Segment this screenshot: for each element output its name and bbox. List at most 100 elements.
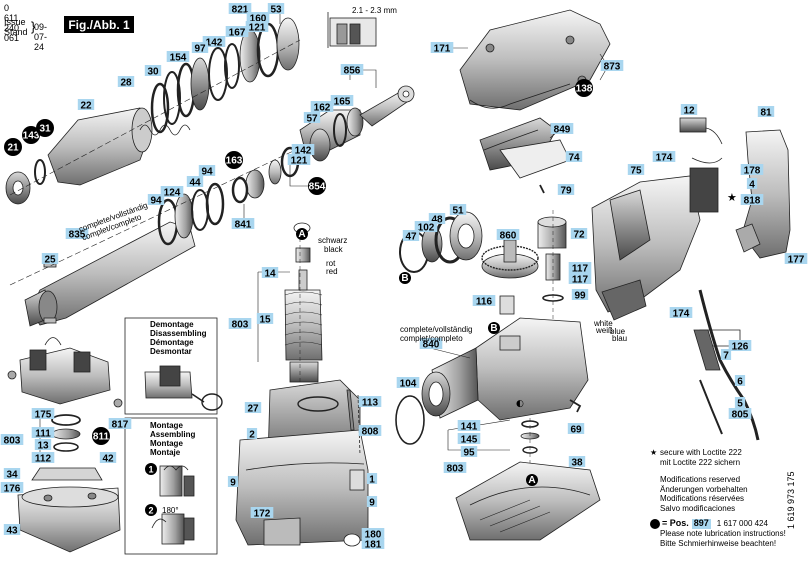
reference-marker-A1: A [296,228,308,240]
svg-text:Montage: Montage [150,421,183,430]
part-label-124: 124 [160,186,184,199]
part-label-12: 12 [680,104,698,117]
letter-marker-layer: A A B B [296,228,538,486]
part-label-text-14: 14 [264,269,276,280]
part-label-text-162: 162 [314,103,331,114]
brush-plate-assembly [7,337,123,553]
modification-note-fr: Modifications réservées [660,494,745,503]
modification-note-es: Salvo modificaciones [660,503,736,513]
part-label-text-873: 873 [604,62,621,73]
part-label-873: 873 [600,60,624,73]
lubrication-part-text-163: 163 [226,156,243,167]
part-label-840: 840 [419,338,443,351]
gear-housing-cover [459,9,611,194]
part-label-text-803c: 803 [4,436,21,447]
part-label-text-121b: 121 [291,156,308,167]
part-label-162: 162 [310,101,334,114]
lubrication-part-text-143: 143 [23,131,40,142]
part-label-42: 42 [99,452,117,465]
part-label-69: 69 [567,423,585,436]
lubrication-part-143: 143 [22,126,40,144]
part-label-818: 818 [740,194,764,207]
lubrication-part-854: 854 [308,177,326,195]
svg-text:Démontage: Démontage [150,338,194,347]
part-label-1: 1 [366,473,378,486]
part-label-172: 172 [250,507,274,520]
part-label-805: 805 [728,408,752,421]
complete-label-middle-2: complet/completo [400,334,463,343]
part-label-121a: 121 [245,21,269,34]
part-label-178: 178 [740,164,764,177]
part-label-text-841: 841 [235,220,252,231]
part-label-text-104: 104 [400,379,417,390]
part-label-text-145: 145 [461,435,478,446]
reference-marker-B1: B [399,272,411,284]
part-label-text-176: 176 [4,484,21,495]
part-label-text-177: 177 [788,255,805,266]
part-label-97: 97 [191,42,209,55]
part-label-text-840: 840 [423,340,440,351]
part-label-74: 74 [565,151,583,164]
part-label-text-808: 808 [362,427,379,438]
loctite-line-1: secure with Loctite 222 [660,448,742,457]
handle-assembly [591,117,791,441]
part-label-text-79: 79 [560,186,572,197]
part-label-81: 81 [757,106,775,119]
part-label-160: 160 [246,12,270,25]
reference-marker-A2: A [526,474,538,486]
reference-marker-text-B2: B [490,323,497,334]
part-label-171: 171 [430,42,454,55]
part-label-text-142b: 142 [295,146,312,157]
part-label-text-9a: 9 [230,478,236,489]
part-label-text-171: 171 [434,44,451,55]
header-issue-label: Issue [4,17,26,27]
part-label-text-6: 6 [737,377,743,388]
wire-label-blau: blau [612,334,627,343]
loctite-star-icon: ★ [727,191,737,204]
part-label-803c: 803 [0,434,24,447]
reference-marker-text-A1: A [298,229,305,240]
part-label-text-42: 42 [102,454,114,465]
part-label-text-5: 5 [737,399,743,410]
part-label-text-57: 57 [306,114,318,125]
part-label-9b: 9 [366,496,378,509]
part-label-145: 145 [457,433,481,446]
lubrication-part-21: 21 [4,138,22,156]
part-label-text-860: 860 [500,231,517,242]
gear-assembly [399,210,567,330]
part-label-text-821: 821 [232,5,249,16]
part-label-text-803a: 803 [232,320,249,331]
part-label-text-181: 181 [365,540,382,551]
motor-housing [235,379,369,547]
part-label-95: 95 [460,446,478,459]
reference-marker-B2: B [488,322,500,334]
part-label-28: 28 [117,76,135,89]
part-label-75: 75 [627,164,645,177]
part-label-text-48: 48 [431,215,443,226]
part-label-text-75: 75 [630,166,642,177]
reference-marker-text-B1: B [401,273,408,284]
part-label-text-803b: 803 [447,464,464,475]
svg-text:Desmontar: Desmontar [150,347,192,356]
part-label-text-34: 34 [6,470,18,481]
part-label-48: 48 [428,213,446,226]
part-label-51: 51 [449,204,467,217]
part-label-111: 111 [31,427,55,440]
svg-text:Disassembling: Disassembling [150,329,207,338]
part-label-text-51: 51 [452,206,464,217]
part-label-text-102: 102 [418,223,435,234]
svg-text:Montage: Montage [150,439,183,448]
part-label-79: 79 [557,184,575,197]
part-label-104: 104 [396,377,420,390]
wire-label-white: white [593,319,613,328]
part-label-117a: 117 [568,262,592,275]
part-label-141: 141 [457,420,481,433]
montage-title: Montage Assembling Montage Montaje [150,421,195,457]
part-label-180: 180 [361,528,385,541]
part-label-849: 849 [550,123,574,136]
part-label-text-81: 81 [760,108,772,119]
part-label-text-1: 1 [369,475,375,486]
part-label-text-111: 111 [35,429,51,440]
part-label-803b: 803 [443,462,467,475]
